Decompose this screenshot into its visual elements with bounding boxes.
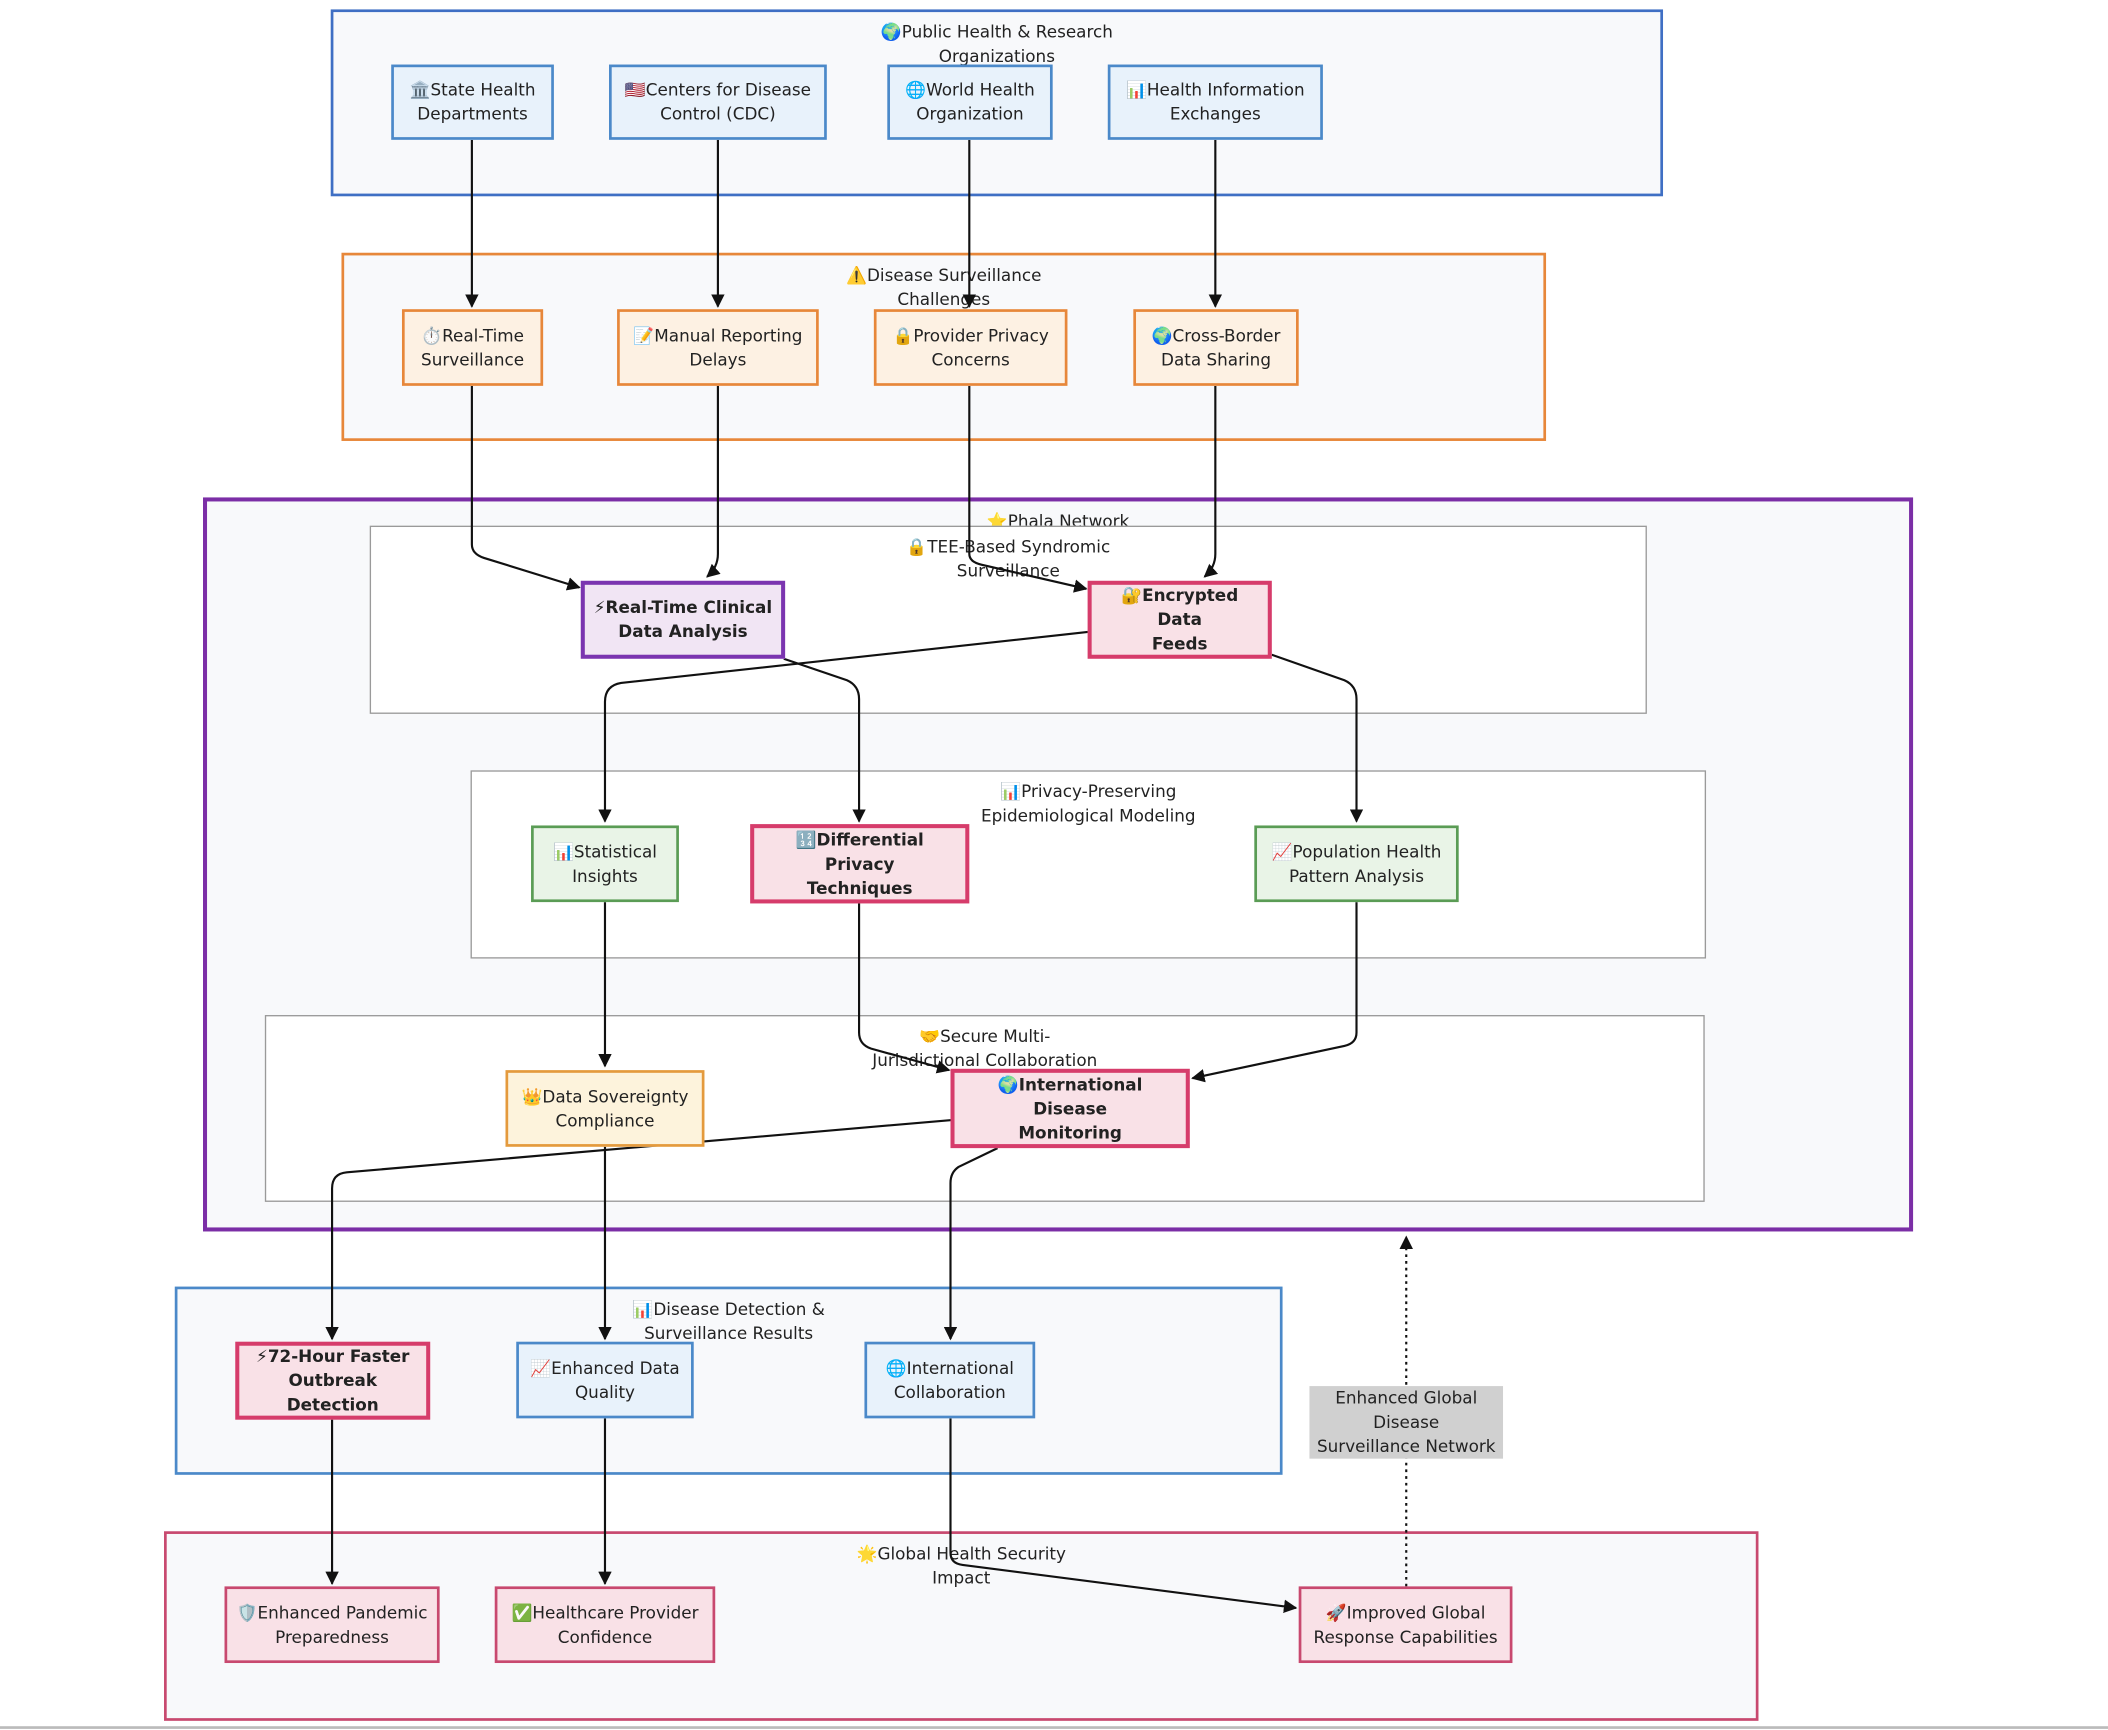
- node-state-health-departments[interactable]: 🏛️State Health Departments: [391, 64, 554, 140]
- node-health-info-exchanges[interactable]: 📊Health Information Exchanges: [1107, 64, 1323, 140]
- edge-privacy-to-encrypted: [968, 385, 1088, 593]
- group-results-label: 📊Disease Detection & Surveillance Result…: [632, 1298, 825, 1344]
- edge-label-feedback: Enhanced Global Disease Surveillance Net…: [1309, 1386, 1504, 1459]
- node-realtime-surveillance[interactable]: ⏱️Real-Time Surveillance: [401, 309, 544, 386]
- node-international-collaboration[interactable]: 🌐International Collaboration: [864, 1341, 1036, 1419]
- edge-population-to-intl: [1191, 902, 1358, 1083]
- node-cdc[interactable]: 🇺🇸Centers for Disease Control (CDC): [609, 64, 827, 140]
- edge-manual-to-analysis: [706, 385, 721, 578]
- edge-encrypted-to-stats: [598, 630, 1090, 823]
- node-statistical-insights[interactable]: 📊Statistical Insights: [531, 825, 679, 903]
- edge-realtime-to-analysis: [470, 385, 581, 591]
- node-manual-reporting-delays[interactable]: 📝Manual Reporting Delays: [617, 309, 819, 386]
- edge-intl-to-faster: [325, 1118, 954, 1341]
- node-international-disease-monitoring[interactable]: 🌍International Disease Monitoring: [950, 1068, 1190, 1149]
- edge-encrypted-to-population: [1271, 653, 1364, 823]
- group-public-health-label: 🌍Public Health & Research Organizations: [880, 21, 1113, 66]
- node-enhanced-pandemic-preparedness[interactable]: 🛡️Enhanced Pandemic Preparedness: [224, 1586, 440, 1664]
- node-cross-border-data-sharing[interactable]: 🌍Cross-Border Data Sharing: [1133, 309, 1299, 386]
- node-healthcare-provider-confidence[interactable]: ✅Healthcare Provider Confidence: [494, 1586, 716, 1664]
- edge-crossborder-to-encrypted: [1203, 385, 1219, 578]
- edge-analysis-to-diffpriv: [783, 657, 866, 823]
- node-population-health-analysis[interactable]: 📈Population Health Pattern Analysis: [1254, 825, 1459, 903]
- group-privacy-modeling-label: 📊Privacy-Preserving Epidemiological Mode…: [980, 781, 1196, 826]
- node-improved-global-response[interactable]: 🚀Improved Global Response Capabilities: [1298, 1586, 1513, 1664]
- node-differential-privacy[interactable]: 🔢Differential Privacy Techniques: [750, 824, 970, 904]
- node-enhanced-data-quality[interactable]: 📈Enhanced Data Quality: [516, 1341, 694, 1419]
- edge-diffpriv-to-intl: [857, 903, 951, 1074]
- group-collaboration-label: 🤝Secure Multi- Jurisdictional Collaborat…: [872, 1025, 1098, 1071]
- node-72-hour-faster-detection[interactable]: ⚡72-Hour Faster Outbreak Detection: [235, 1341, 431, 1420]
- edge-collab-to-response: [949, 1418, 1298, 1614]
- edge-intl-to-collab: [943, 1147, 999, 1341]
- bottom-divider: [0, 1726, 2108, 1729]
- group-impact-label: 🌟Global Health Security Impact: [856, 1543, 1066, 1588]
- node-provider-privacy-concerns[interactable]: 🔒Provider Privacy Concerns: [873, 309, 1068, 386]
- node-encrypted-data-feeds[interactable]: 🔐Encrypted Data Feeds: [1087, 580, 1272, 659]
- node-who[interactable]: 🌐World Health Organization: [887, 64, 1053, 140]
- node-data-sovereignty-compliance[interactable]: 👑Data Sovereignty Compliance: [505, 1070, 705, 1147]
- node-realtime-clinical-analysis[interactable]: ⚡Real-Time Clinical Data Analysis: [580, 580, 786, 659]
